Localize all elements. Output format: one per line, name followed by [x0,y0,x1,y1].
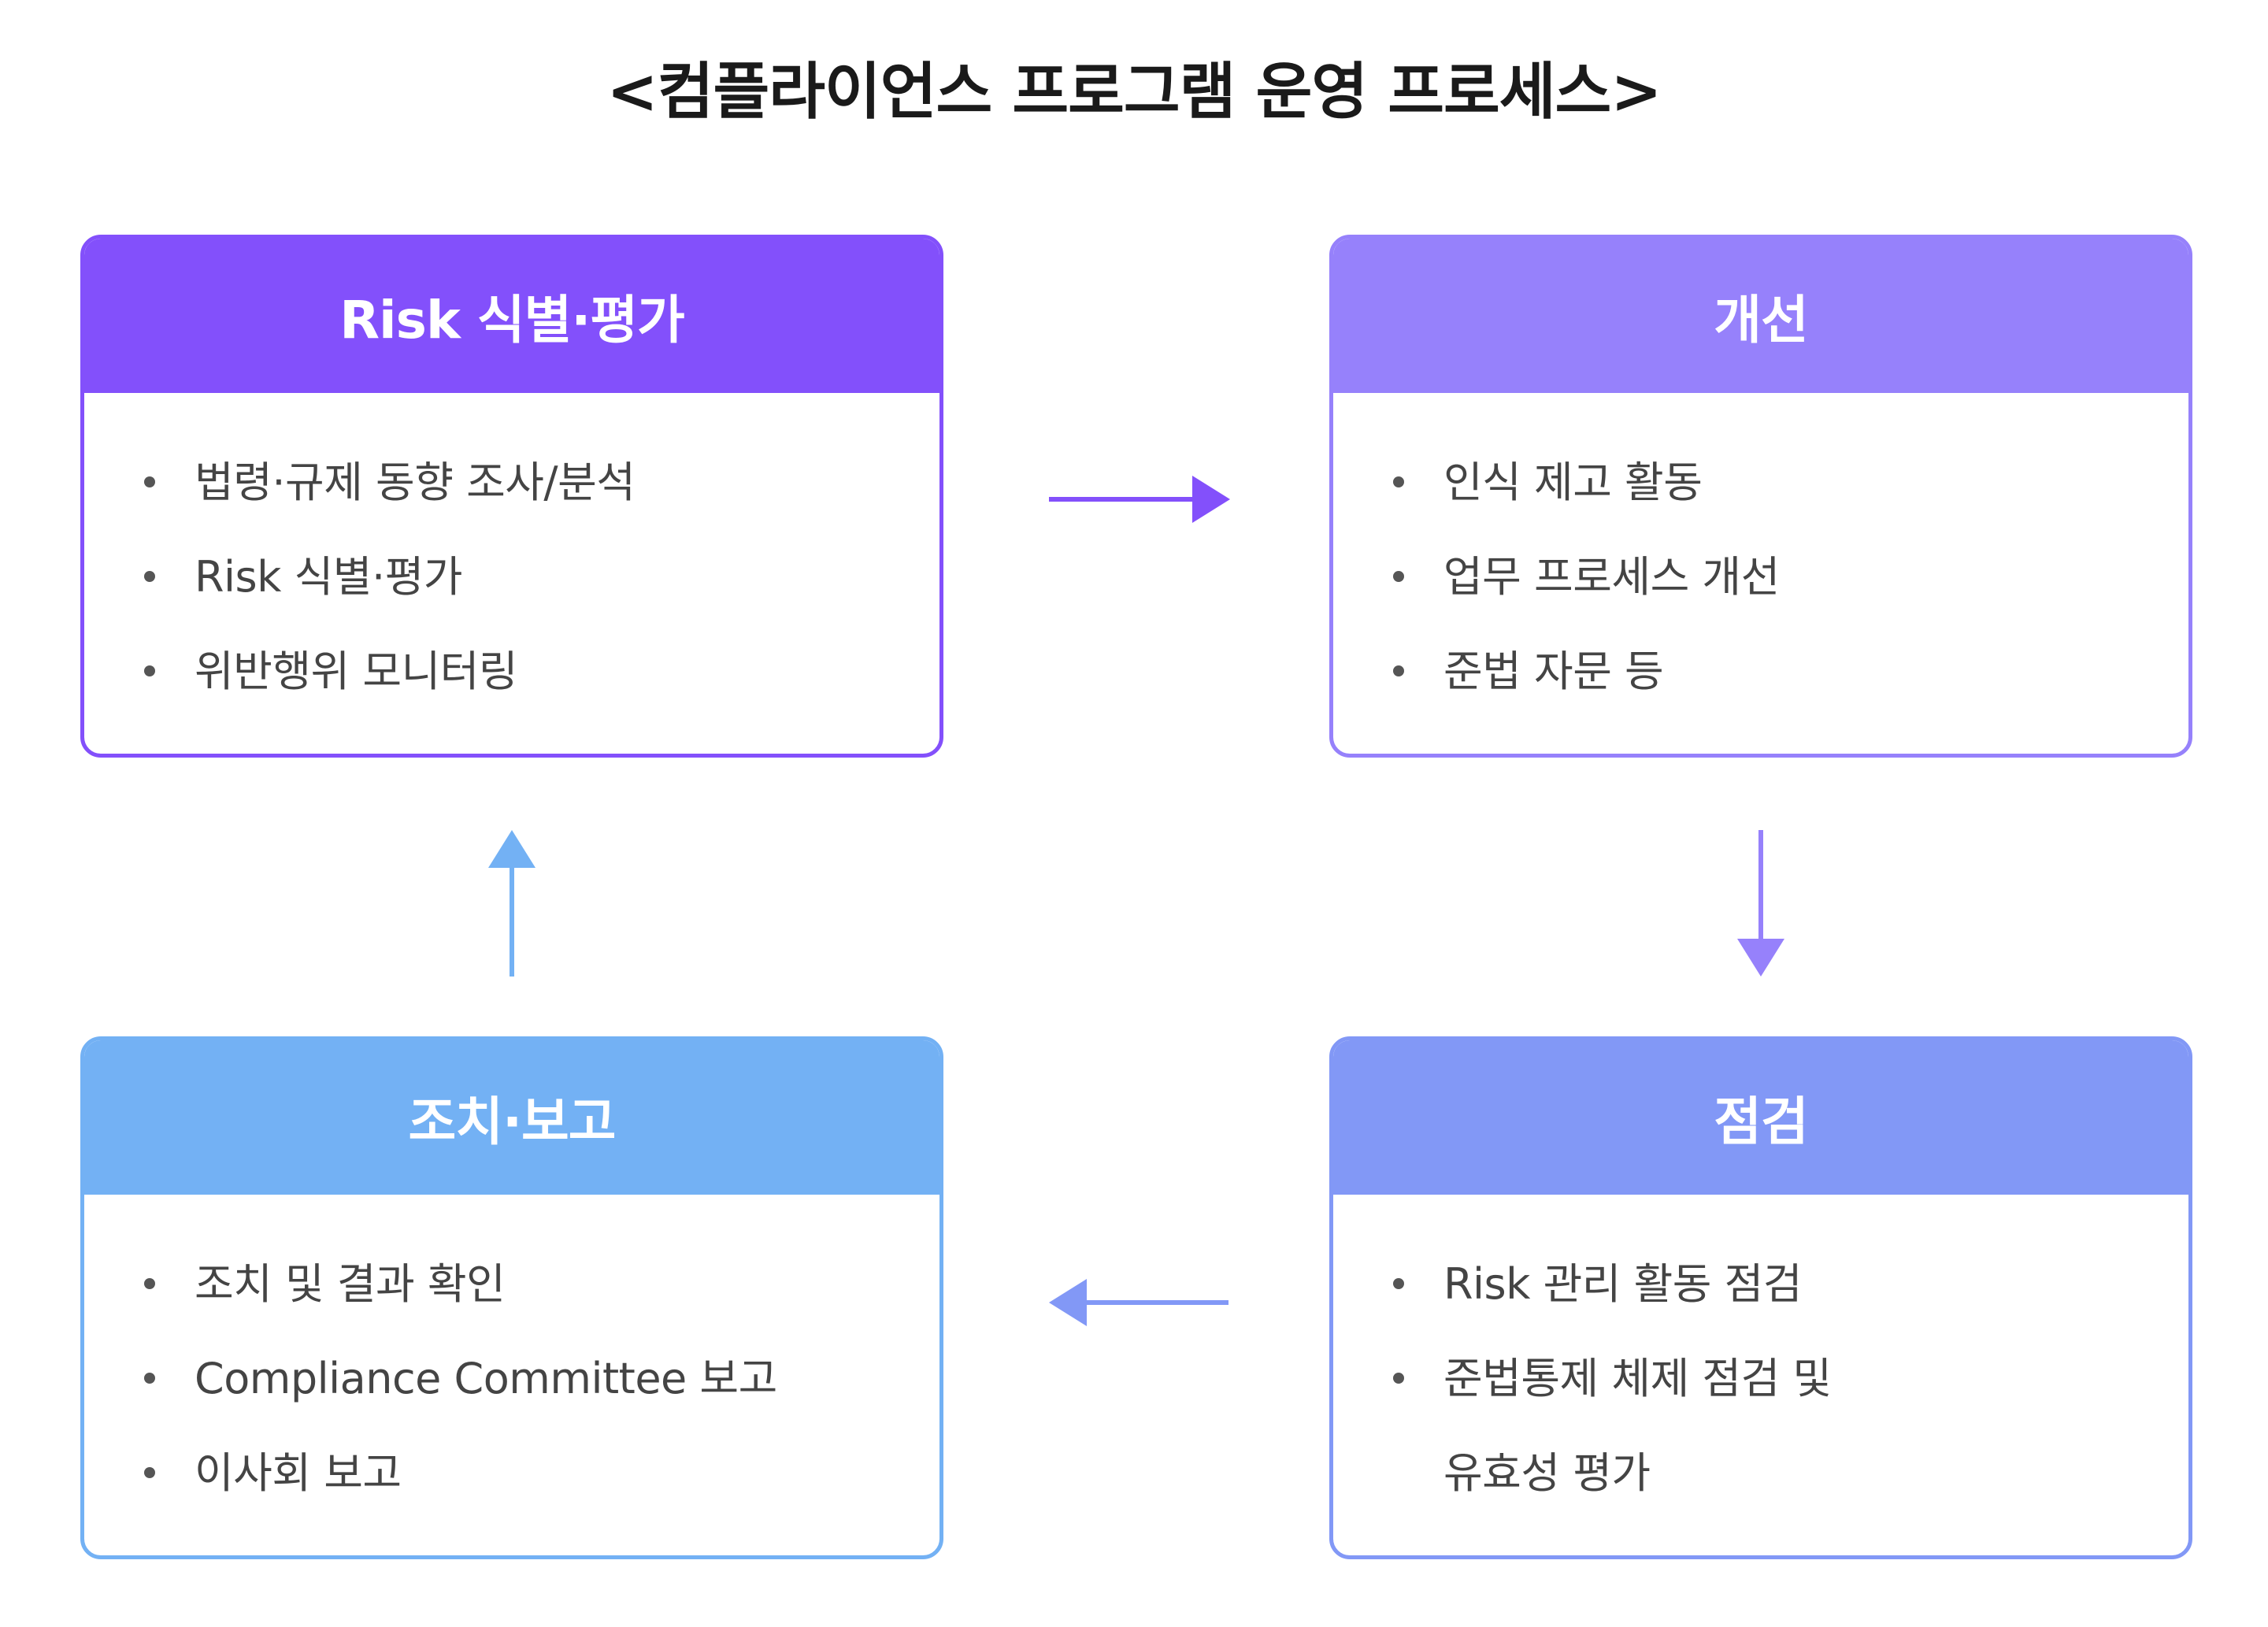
arrow-up-icon [488,830,536,977]
bullet-icon [1393,1278,1404,1289]
bullet-icon [144,476,155,487]
card-title-inspection: 점검 [1333,1040,2188,1195]
bullet-icon [1393,571,1404,582]
list-item: 위반행위 모니터링 [144,624,939,719]
list-item: 업무 프로세스 개선 [1393,530,2188,624]
bullet-icon [144,1373,155,1384]
process-card-inspection: 점검 Risk 관리 활동 점검 준법통제 체제 점검 및 유효성 평가 [1329,1036,2192,1559]
list-item: 이사회 보고 [144,1426,939,1521]
process-card-action-report: 조치·보고 조치 및 결과 확인 Compliance Committee 보고… [80,1036,943,1559]
card-title-risk-assessment: Risk 식별·평가 [84,239,939,393]
list-item: 준법 자문 등 [1393,624,2188,719]
card-title-improvement: 개선 [1333,239,2188,393]
bullet-icon [144,665,155,676]
card-items-action-report: 조치 및 결과 확인 Compliance Committee 보고 이사회 보… [84,1195,939,1521]
bullet-icon [1393,665,1404,676]
card-title-action-report: 조치·보고 [84,1040,939,1195]
bullet-icon [1393,476,1404,487]
list-item: 법령·규제 동향 조사/분석 [144,435,939,530]
arrow-left-icon [1049,1279,1228,1326]
list-item: Risk 관리 활동 점검 [1393,1237,2188,1332]
process-card-risk-assessment: Risk 식별·평가 법령·규제 동향 조사/분석 Risk 식별·평가 위반행… [80,235,943,758]
list-item: Compliance Committee 보고 [144,1332,939,1426]
list-item: 인식 제고 활동 [1393,435,2188,530]
list-item: 준법통제 체제 점검 및 [1393,1332,2188,1426]
bullet-icon [144,571,155,582]
list-item-continuation: 유효성 평가 [1443,1448,1651,1498]
diagram-title: <컴플라이언스 프로그램 운영 프로세스> [606,57,1662,128]
arrow-right-icon [1049,476,1230,523]
card-items-risk-assessment: 법령·규제 동향 조사/분석 Risk 식별·평가 위반행위 모니터링 [84,393,939,719]
card-items-inspection: Risk 관리 활동 점검 준법통제 체제 점검 및 유효성 평가 [1333,1195,2188,1521]
bullet-icon [144,1467,155,1478]
process-card-improvement: 개선 인식 제고 활동 업무 프로세스 개선 준법 자문 등 [1329,235,2192,758]
list-item: Risk 식별·평가 [144,530,939,624]
list-item: 조치 및 결과 확인 [144,1237,939,1332]
bullet-icon [1393,1373,1404,1384]
arrow-down-icon [1737,830,1784,977]
bullet-icon [144,1278,155,1289]
card-items-improvement: 인식 제고 활동 업무 프로세스 개선 준법 자문 등 [1333,393,2188,719]
